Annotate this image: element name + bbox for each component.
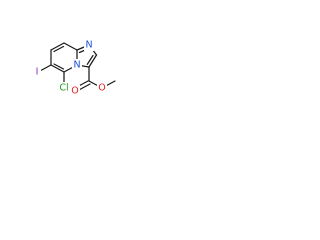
atom-chlorine: Cl: [57, 82, 71, 94]
atom-n-bridgehead: N: [72, 59, 82, 71]
atom-n-imidazole-bg: [84, 39, 94, 51]
atom-o-ester-label: O: [98, 83, 105, 94]
atom-o-ester-bg: [97, 82, 107, 94]
atom-iodine-bg: [33, 66, 41, 78]
atom-n-bridgehead-label: N: [73, 60, 80, 71]
atom-n-imidazole: N: [84, 39, 94, 51]
atom-o-carbonyl-label: O: [71, 86, 78, 97]
bond-c6-c5-inner: [53, 63, 65, 70]
atom-labels: N N I Cl O O: [33, 39, 107, 97]
bond-c8-c7: [50, 42, 65, 51]
bond-c6-c5: [50, 64, 65, 73]
atom-iodine-label: I: [36, 67, 39, 78]
atom-o-carbonyl: O: [70, 85, 80, 97]
atom-chlorine-bg: [57, 82, 71, 94]
bond-c8a-c8: [63, 42, 78, 51]
atom-o-ester: O: [97, 82, 107, 94]
atom-n-imidazole-label: N: [85, 40, 92, 51]
molecule-canvas: N N I Cl O O: [0, 0, 152, 152]
bond-c2-c3-inner: [86, 54, 94, 65]
structure-diagram: N N I Cl O O: [33, 39, 116, 97]
bond-c8-c7-inner: [53, 45, 65, 53]
atom-n-bridgehead-bg: [72, 59, 82, 71]
atom-chlorine-label: Cl: [59, 83, 68, 94]
bond-c2-c3: [88, 54, 98, 68]
atom-o-carbonyl-bg: [70, 85, 80, 97]
atom-iodine: I: [33, 66, 41, 78]
